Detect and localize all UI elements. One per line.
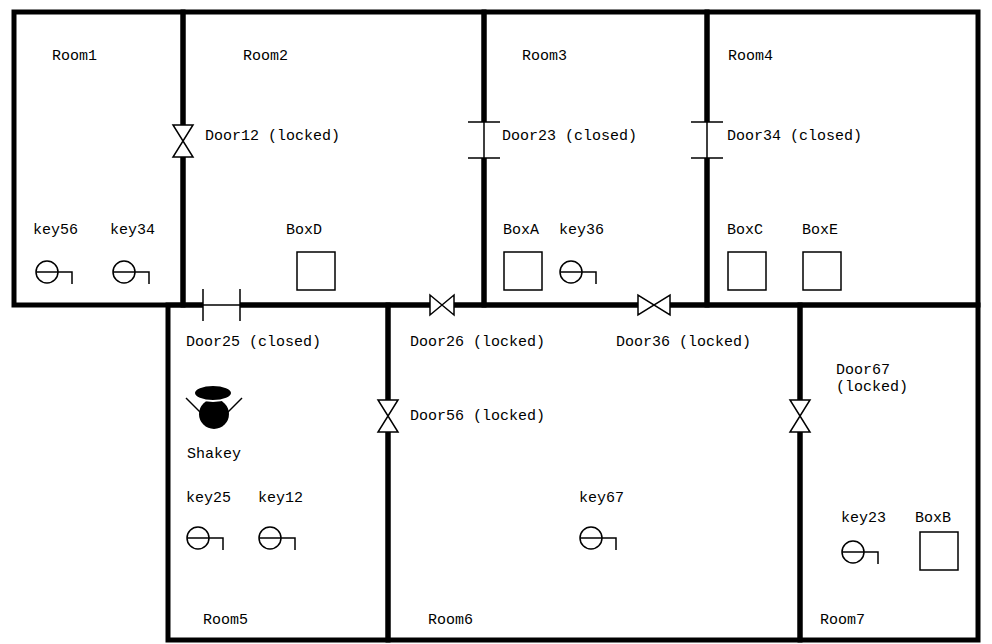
box-item: BoxB: [915, 510, 959, 571]
locked-door-symbol: [430, 295, 454, 315]
room-wall: [800, 305, 978, 640]
box-item: BoxD: [286, 222, 336, 291]
locked-door-symbol: [638, 295, 670, 315]
key-shaft: [580, 538, 616, 550]
item-name: key23: [841, 510, 887, 527]
box-icon: [727, 251, 767, 291]
item-name: key36: [559, 222, 605, 239]
box-item: BoxC: [727, 222, 767, 291]
robot-label: Shakey: [187, 446, 241, 463]
door-label: Door12 (locked): [205, 128, 340, 145]
key-shaft: [187, 538, 223, 550]
room-wall: [14, 12, 183, 305]
key-item: key12: [258, 490, 304, 552]
key-icon: [35, 260, 79, 286]
room-name: Room1: [52, 48, 97, 65]
item-name: key25: [186, 490, 232, 507]
shakey-robot: [186, 385, 242, 429]
room-name: Room2: [243, 48, 288, 65]
key-shaft: [842, 552, 878, 564]
robot-head: [194, 385, 232, 401]
room: Room2BoxD: [181, 10, 486, 307]
box-icon: [802, 251, 842, 291]
closed-door-symbol: [203, 289, 240, 321]
room-name: Room5: [203, 612, 248, 629]
item-name: BoxD: [286, 222, 336, 239]
locked-door-symbol: [173, 125, 193, 157]
box-outline: [803, 252, 841, 290]
room: Room4BoxC BoxE: [705, 10, 980, 307]
key-icon: [559, 260, 603, 286]
item-name: key67: [579, 490, 625, 507]
room-name: Room3: [522, 48, 567, 65]
key-icon: [841, 540, 885, 566]
item-name: BoxB: [915, 510, 959, 527]
door-label: Door23 (closed): [502, 128, 637, 145]
key-item: key23: [841, 510, 887, 566]
door-label: Door26 (locked): [410, 334, 545, 351]
item-name: BoxC: [727, 222, 767, 239]
box-outline: [920, 532, 958, 570]
key-icon: [112, 260, 156, 286]
room: Room1 key56 key34: [12, 10, 185, 307]
door-label: Door25 (closed): [186, 334, 321, 351]
door-label: Door34 (closed): [727, 128, 862, 145]
key-shaft: [560, 272, 596, 284]
key-item: key56: [33, 222, 79, 286]
box-outline: [504, 252, 542, 290]
room-wall: [183, 12, 484, 305]
box-item: BoxE: [802, 222, 842, 291]
key-item: key34: [110, 222, 156, 286]
room-name: Room6: [428, 612, 473, 629]
room: Room3BoxA key36: [482, 10, 709, 307]
item-name: BoxE: [802, 222, 842, 239]
item-name: BoxA: [503, 222, 543, 239]
key-icon: [258, 526, 302, 552]
room-name: Room4: [728, 48, 773, 65]
door-label: Door67 (locked): [836, 362, 928, 396]
door-label: Door36 (locked): [616, 334, 751, 351]
item-name: key56: [33, 222, 79, 239]
box-outline: [728, 252, 766, 290]
box-outline: [297, 252, 335, 290]
robot-body: [199, 399, 229, 429]
key-icon: [186, 526, 230, 552]
room-name: Room7: [820, 612, 865, 629]
box-icon: [503, 251, 543, 291]
box-icon: [919, 531, 959, 571]
door-label: Door56 (locked): [410, 408, 545, 425]
key-item: key67: [579, 490, 625, 552]
key-item: key36: [559, 222, 605, 286]
key-shaft: [113, 272, 149, 284]
key-shaft: [259, 538, 295, 550]
key-shaft: [36, 272, 72, 284]
item-name: key12: [258, 490, 304, 507]
room: Room6 key67: [386, 303, 802, 642]
box-icon: [296, 251, 336, 291]
locked-door-symbol: [790, 400, 810, 432]
room: Room5 key25 key12: [166, 303, 390, 642]
key-item: key25: [186, 490, 232, 552]
room: Room7 key23 BoxB: [798, 303, 980, 642]
key-icon: [579, 526, 623, 552]
closed-door-symbol: [468, 122, 500, 158]
room-wall: [484, 12, 707, 305]
item-name: key34: [110, 222, 156, 239]
locked-door-symbol: [378, 400, 398, 432]
room-wall: [388, 305, 800, 640]
box-item: BoxA: [503, 222, 543, 291]
room-wall: [168, 305, 388, 640]
room-wall: [707, 12, 978, 305]
closed-door-symbol: [691, 122, 723, 158]
